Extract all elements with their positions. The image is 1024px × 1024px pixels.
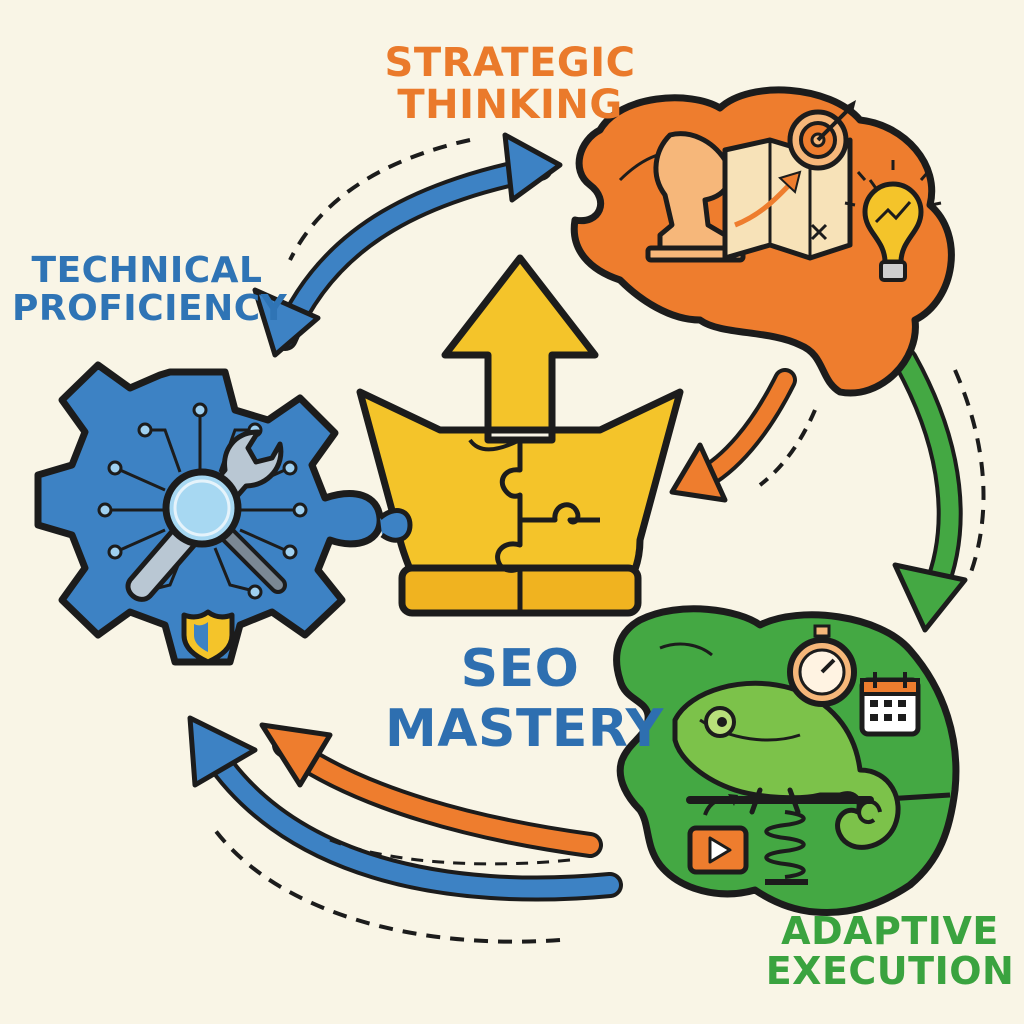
- chess-knight-icon: [645, 131, 746, 263]
- spring-icon: [764, 810, 808, 885]
- seo-mastery-title: SEO MASTERY: [385, 639, 664, 759]
- crown-puzzle-icon: [356, 388, 684, 617]
- up-arrow-icon: [441, 254, 599, 434]
- arrow-strategic-technical: [252, 132, 563, 358]
- target-icon: [787, 100, 856, 171]
- arrow-adaptive-center: [259, 722, 603, 858]
- magnifier-icon: [162, 468, 287, 594]
- video-play-icon: [687, 794, 749, 875]
- stopwatch-icon: [787, 624, 857, 707]
- lightbulb-icon: [844, 160, 942, 282]
- arrow-adaptive-technical: [187, 715, 623, 944]
- technical-proficiency-label: TECHNICAL PROFICIENCY: [12, 250, 288, 329]
- adaptive-execution-label: ADAPTIVE EXECUTION: [765, 909, 1015, 993]
- arrow-strategic-crown: [669, 368, 817, 503]
- arrow-strategic-adaptive: [892, 347, 986, 633]
- strategic-thinking-label: STRATEGIC THINKING: [384, 40, 636, 128]
- calendar-icon: [859, 672, 921, 737]
- shield-icon: [181, 609, 235, 665]
